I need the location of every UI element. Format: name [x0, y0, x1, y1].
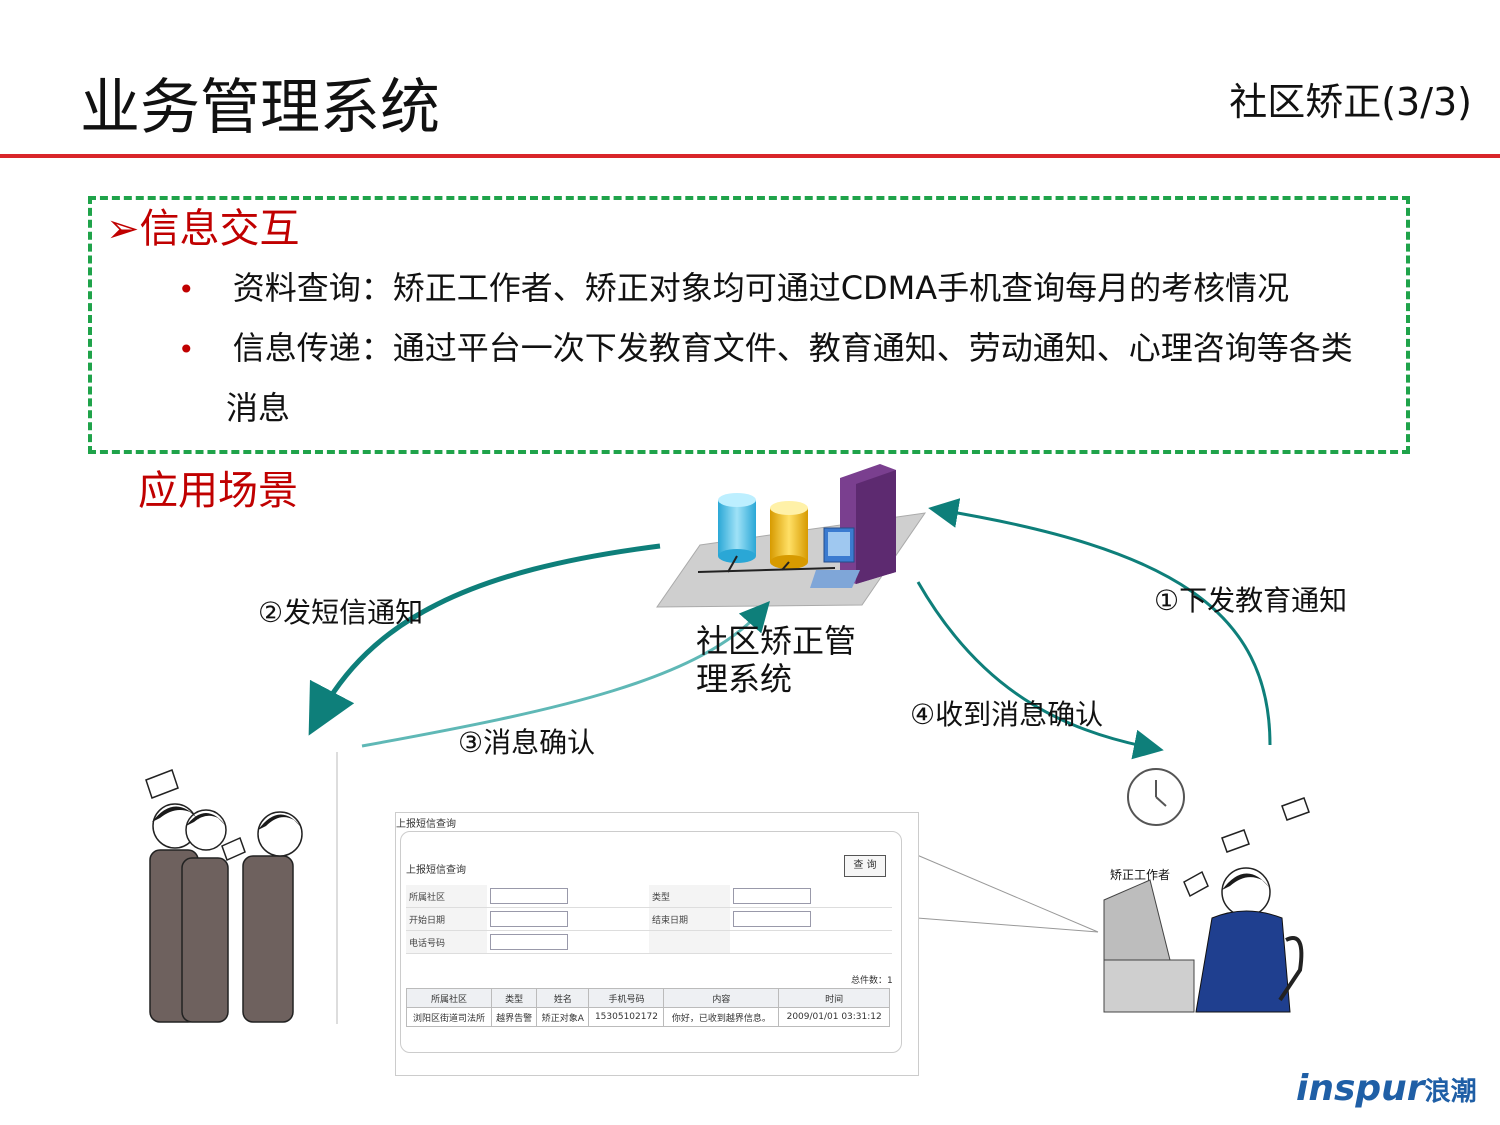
bullet-text: 信息传递：通过平台一次下发教育文件、教育通知、劳动通知、心理咨询等各类	[232, 329, 1353, 367]
column-header: 时间	[778, 988, 890, 1008]
field-label-type: 类型	[648, 885, 730, 908]
results-table: 所属社区 类型 姓名 手机号码 内容 时间 浏阳区街道司法所 越界告警 矫正对象…	[405, 988, 890, 1027]
people-group-icon	[145, 752, 338, 1024]
query-fields-table: 所属社区 类型 开始日期 结束日期 电话号码	[406, 885, 892, 954]
step-send-notice-label: ①下发教育通知	[1154, 584, 1348, 617]
table-row: 浏阳区街道司法所 越界告警 矫正对象A 15305102172 你好，已收到越界…	[405, 1007, 890, 1027]
field-label-community: 所属社区	[406, 885, 488, 908]
bullet-continuation: 消息	[226, 389, 291, 427]
arrow-sms-notify	[308, 543, 661, 736]
table-cell: 你好，已收到越界信息。	[663, 1007, 780, 1027]
section-indicator: 社区矫正(3/3)	[1229, 80, 1472, 124]
table-cell: 越界告警	[491, 1007, 538, 1027]
bullet-item-query: • 资料查询：矫正工作者、矫正对象均可通过CDMA手机查询每月的考核情况	[178, 258, 1289, 320]
column-header: 手机号码	[588, 988, 665, 1008]
query-button[interactable]: 查 询	[844, 855, 886, 877]
logo-cn: 浪潮	[1424, 1077, 1477, 1107]
arrow-receive-confirm	[916, 581, 1164, 760]
table-cell: 15305102172	[588, 1007, 665, 1027]
sms-query-form: 上报短信查询 上报短信查询 查 询 所属社区 类型 开始日期 结束日期 电话号码…	[395, 812, 919, 1076]
column-header: 所属社区	[405, 988, 493, 1008]
bullet-text: 资料查询：矫正工作者、矫正对象均可通过CDMA手机查询每月的考核情况	[232, 269, 1290, 307]
page-title: 业务管理系统	[80, 73, 440, 143]
bullet-dot: •	[178, 273, 195, 306]
bullet-item-transmit: • 信息传递：通过平台一次下发教育文件、教育通知、劳动通知、心理咨询等各类	[178, 318, 1353, 380]
header-divider	[0, 154, 1500, 158]
step-receive-confirm-label: ④收到消息确认	[910, 698, 1104, 731]
logo-brand: inspur	[1296, 1068, 1425, 1109]
info-box	[88, 196, 1410, 454]
scene-heading: 应用场景	[138, 468, 298, 514]
arrow-send-notice	[928, 498, 1272, 746]
community-select[interactable]	[490, 888, 569, 904]
step-confirm-label: ③消息确认	[458, 726, 596, 759]
table-cell: 2009/01/01 03:31:12	[778, 1007, 890, 1027]
table-cell: 矫正对象A	[536, 1007, 590, 1027]
bullet-dot: •	[178, 333, 195, 366]
arrow-confirm	[361, 601, 770, 748]
form-caption: 上报短信查询	[396, 819, 456, 830]
table-cell: 浏阳区街道司法所	[405, 1007, 493, 1027]
worker-label: 矫正工作者	[1110, 868, 1171, 882]
step-sms-notify-label: ②发短信通知	[258, 596, 424, 629]
column-header: 姓名	[536, 988, 590, 1008]
column-header: 内容	[663, 988, 780, 1008]
field-label-phone: 电话号码	[406, 930, 488, 954]
type-select[interactable]	[733, 888, 811, 904]
end-date-input[interactable]	[733, 911, 811, 927]
field-label-start-date: 开始日期	[406, 907, 488, 931]
form-panel	[400, 831, 902, 1053]
info-heading: ➢信息交互	[106, 206, 300, 252]
form-panel-title: 上报短信查询	[406, 865, 466, 876]
column-header: 类型	[491, 988, 538, 1008]
total-count: 总件数：1	[851, 976, 893, 986]
system-label: 社区矫正管理系统	[696, 622, 857, 698]
worker-at-computer-icon	[1103, 768, 1310, 1013]
start-date-input[interactable]	[490, 911, 569, 927]
field-label-end-date: 结束日期	[648, 907, 730, 931]
phone-input[interactable]	[490, 934, 569, 950]
server-icon	[656, 464, 927, 608]
inspur-logo: inspur浪潮	[1296, 1068, 1477, 1109]
